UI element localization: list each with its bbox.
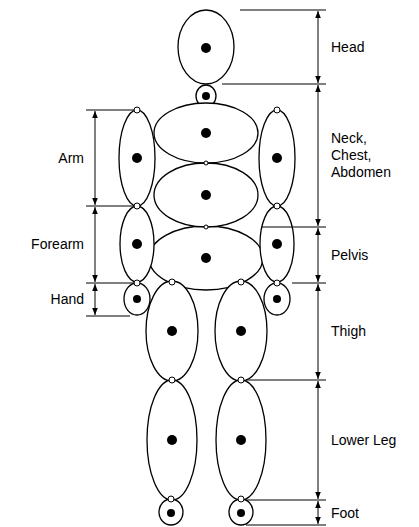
segment-label: Head (331, 39, 364, 56)
joint-marker (274, 280, 280, 286)
joint-marker (238, 496, 244, 502)
body-segments (119, 10, 295, 525)
joint-marker (169, 279, 175, 285)
mass-center-dot (273, 295, 281, 303)
joint-marker (204, 161, 208, 165)
dimension-tick (262, 227, 326, 228)
chest-segment (154, 103, 258, 163)
right-dimension-ticks (222, 10, 326, 525)
head-segment (178, 10, 234, 84)
thigh-segment (215, 281, 267, 381)
mass-center-dot (237, 509, 245, 517)
mass-center-dot (201, 128, 211, 138)
segment-label: Foot (331, 505, 359, 522)
dimension-arrow (318, 501, 319, 524)
right-dimension-arrows (318, 11, 319, 524)
segment-label: Forearm (31, 236, 84, 253)
joint-marker (204, 225, 208, 229)
left-dimension-arrows (95, 111, 96, 315)
dimension-tick (240, 10, 326, 11)
mass-center-dot (202, 92, 210, 100)
mass-center-dot (167, 509, 175, 517)
foot-segment (229, 499, 253, 525)
lower-leg-segment (216, 380, 266, 500)
thigh-segment (146, 281, 198, 381)
mass-center-dot (272, 153, 282, 163)
mass-center-dot (236, 435, 246, 445)
dimension-arrow (318, 381, 319, 499)
arm-segment (119, 110, 155, 206)
dimension-tick (246, 380, 326, 381)
dimension-arrow (95, 111, 96, 205)
segment-label: Neck, Chest, Abdomen (331, 130, 391, 181)
joint-marker (238, 377, 244, 383)
forearm-segment (120, 206, 154, 282)
dimension-tick (292, 283, 326, 284)
mass-center-dot (236, 326, 246, 336)
mass-center-dot (167, 435, 177, 445)
dimension-arrow (318, 284, 319, 379)
segment-label: Thigh (331, 323, 366, 340)
mass-center-dot (132, 153, 142, 163)
segment-label: Pelvis (331, 247, 368, 264)
joint-marker (134, 107, 140, 113)
joint-markers (134, 107, 280, 502)
mass-center-dot (201, 190, 211, 200)
dimension-tick (86, 110, 134, 111)
dimension-tick (246, 500, 326, 501)
joint-marker (274, 203, 280, 209)
left-dimension-ticks (86, 110, 134, 316)
dimension-arrow (318, 11, 319, 83)
joint-marker (168, 496, 174, 502)
hand-segment (124, 283, 150, 315)
pelvis-segment (149, 226, 263, 290)
dimension-arrow (318, 228, 319, 282)
dimension-arrow (318, 85, 319, 226)
abdomen-segment (154, 163, 258, 227)
segment-label: Hand (51, 291, 84, 308)
joint-marker (134, 203, 140, 209)
mass-center-dot (201, 253, 211, 263)
arm-segment (259, 110, 295, 206)
mass-center-dot (272, 239, 282, 249)
mass-center-dot (132, 239, 142, 249)
dimension-tick (222, 84, 326, 85)
joint-marker (134, 280, 140, 286)
center-of-mass-dots (132, 43, 282, 517)
joint-marker (238, 279, 244, 285)
mass-center-dot (167, 326, 177, 336)
dimension-tick (86, 206, 134, 207)
joint-marker (169, 377, 175, 383)
joint-marker (274, 107, 280, 113)
forearm-segment (260, 206, 294, 282)
dimension-arrow (95, 207, 96, 282)
dimension-tick (86, 316, 130, 317)
dimension-tick (86, 283, 134, 284)
lower-leg-segment (147, 380, 197, 500)
mass-center-dot (133, 295, 141, 303)
segment-label: Lower Leg (331, 432, 396, 449)
mass-center-dot (201, 43, 211, 53)
segment-label: Arm (58, 150, 84, 167)
hand-segment (264, 283, 290, 315)
dimension-tick (246, 525, 326, 526)
foot-segment (159, 499, 183, 525)
dimension-arrow (95, 284, 96, 315)
